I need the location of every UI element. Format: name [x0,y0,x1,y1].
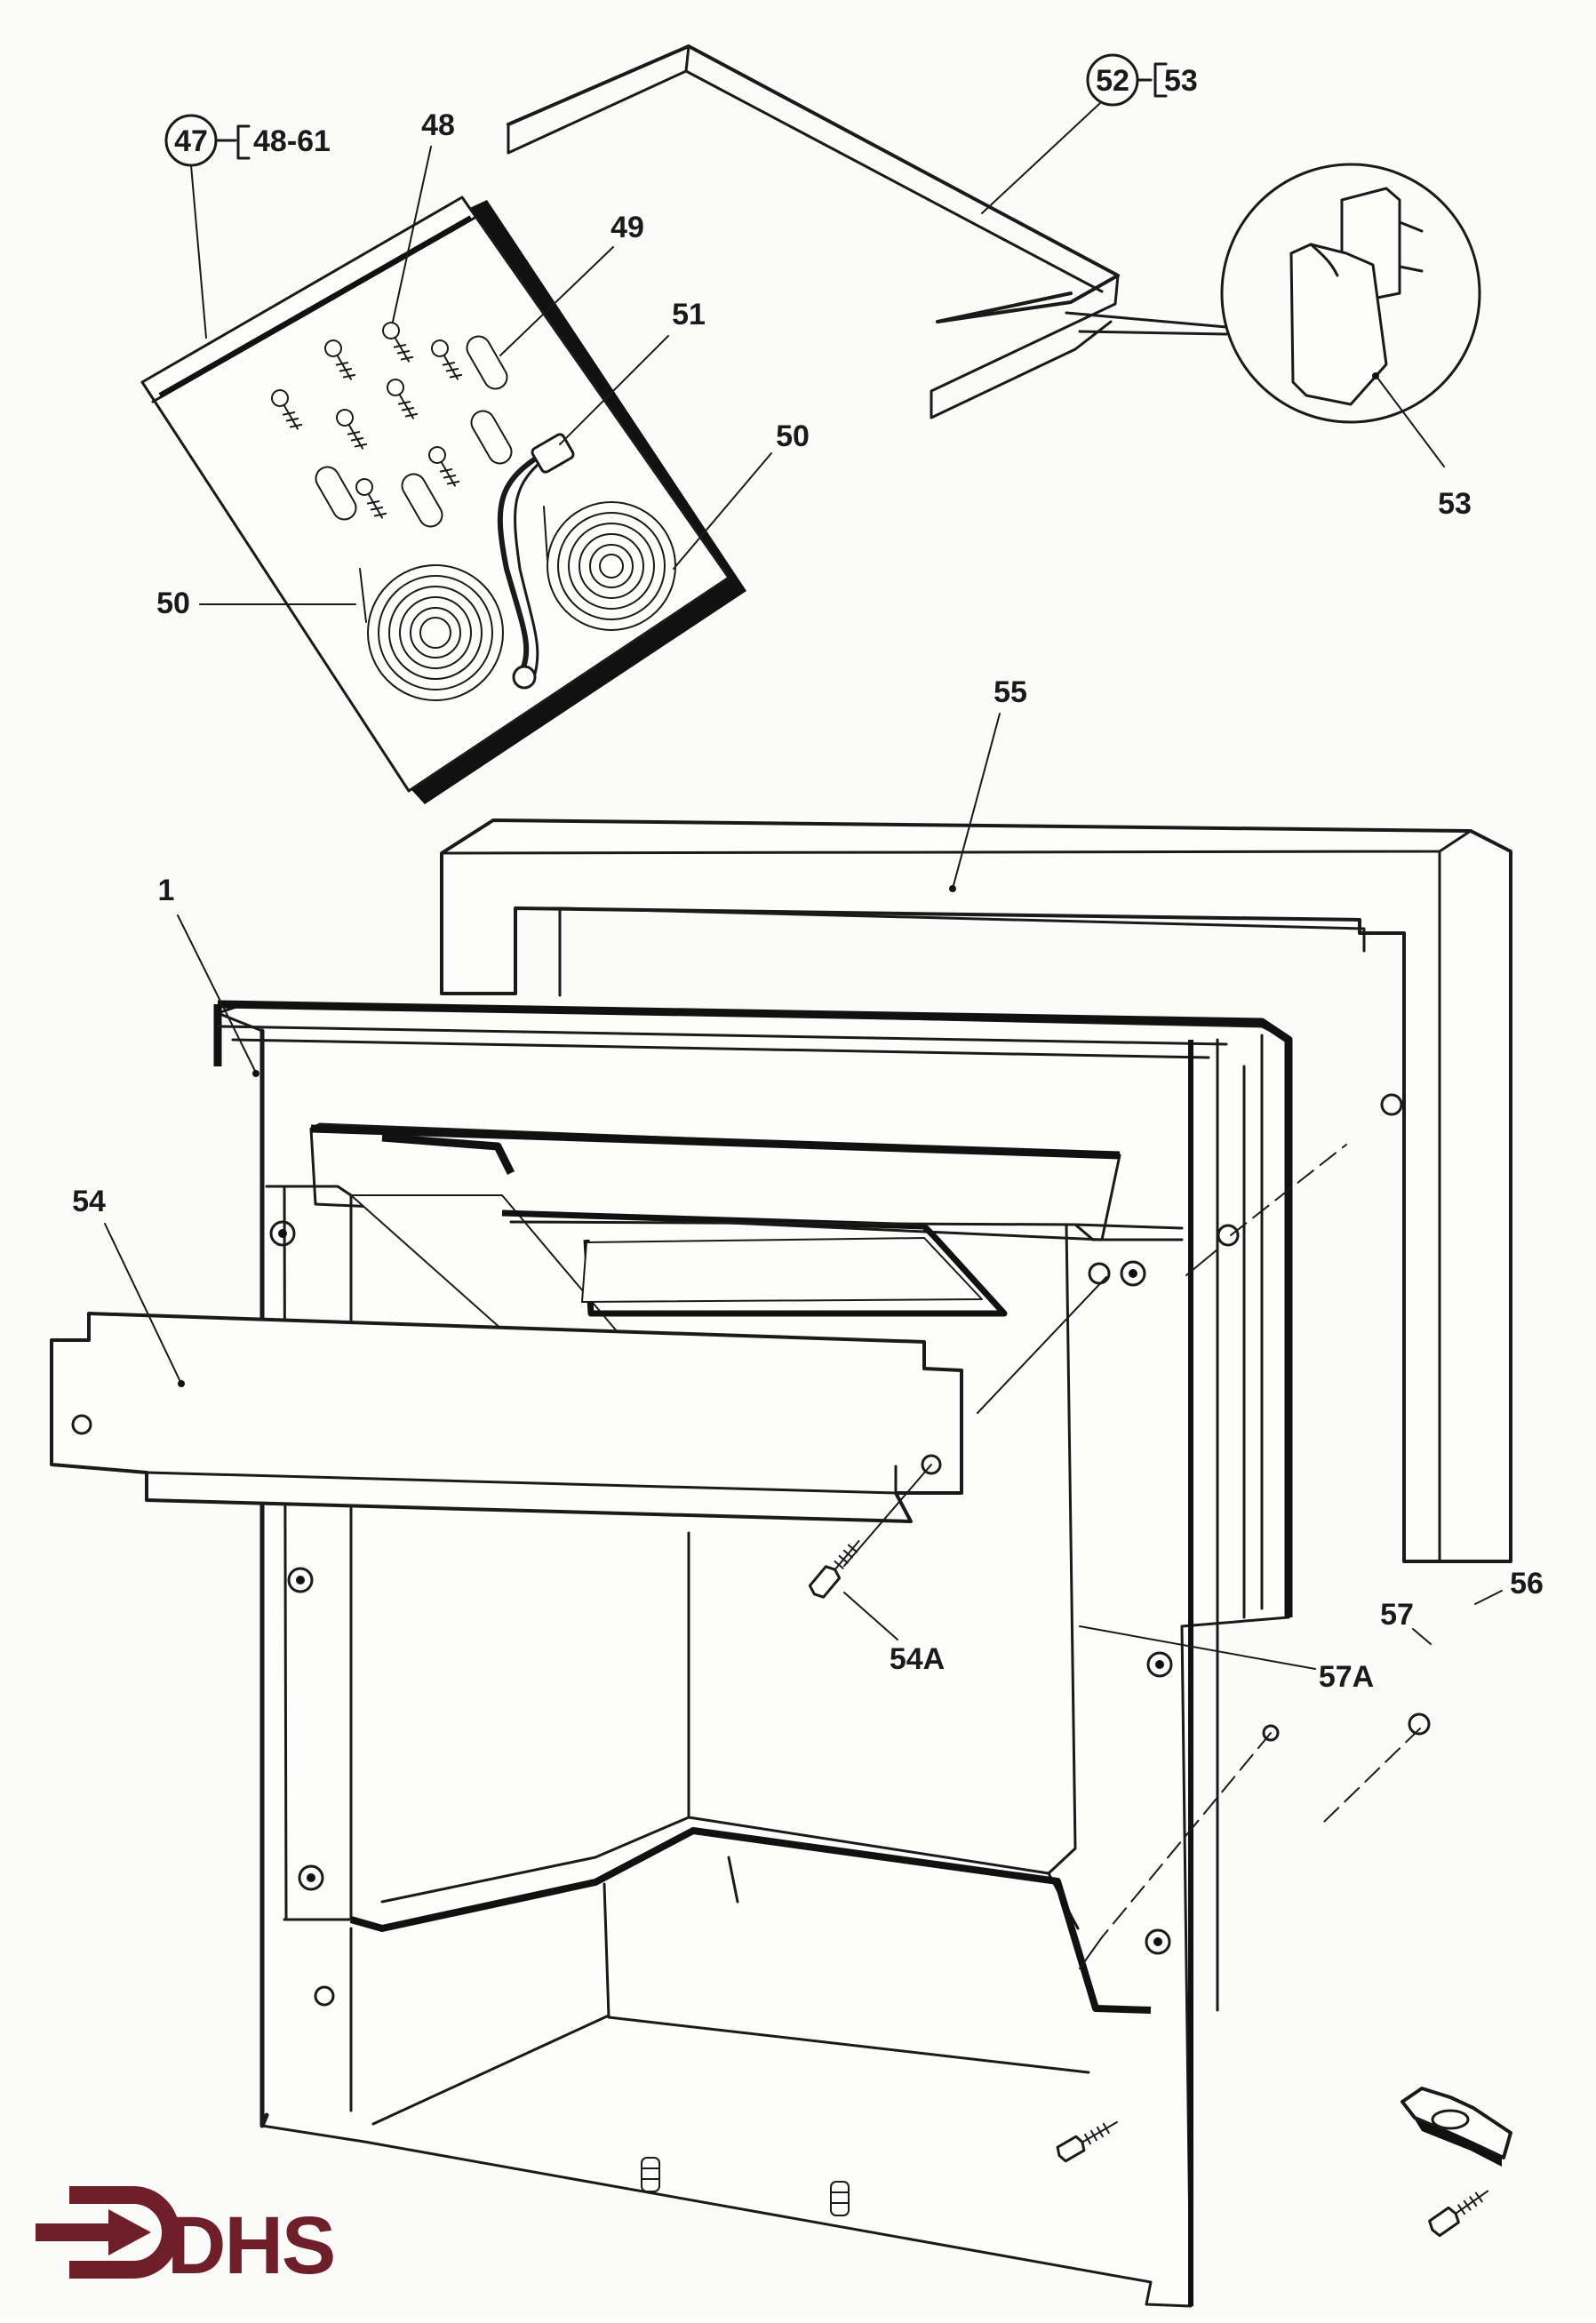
callout-50-left: 50 [156,587,356,620]
svg-text:55: 55 [994,675,1027,709]
callout-55: 55 [949,675,1027,892]
callout-47: 47 48-61 [164,114,331,339]
svg-text:50: 50 [776,419,810,453]
svg-text:48: 48 [421,108,455,142]
callout-51: 51 [559,298,706,445]
svg-text:53: 53 [1438,487,1472,521]
dhs-logo-text: DHS [167,2200,334,2291]
gas-tube-fitting [497,433,575,690]
burner-screws [271,322,463,519]
svg-text:47: 47 [174,124,208,158]
svg-text:57A: 57A [1319,1660,1374,1694]
callout-57a: 57A [1079,1625,1374,1694]
svg-text:52: 52 [1096,64,1129,98]
callout-57: 57 [1380,1598,1432,1645]
detail-53-inset [1220,163,1481,467]
callout-49: 49 [499,211,644,356]
svg-text:56: 56 [1510,1567,1544,1601]
svg-text:51: 51 [672,298,706,331]
callout-48: 48 [392,108,455,323]
callout-50-right: 50 [673,419,810,570]
screw-57a [1056,2121,1118,2163]
svg-text:57: 57 [1380,1598,1414,1632]
burner-panel-shadow-edge [404,200,746,804]
callout-52: 52 53 [981,53,1198,214]
svg-text:1: 1 [158,874,175,907]
svg-text:48-61: 48-61 [253,124,331,158]
callout-54a: 54A [843,1592,945,1676]
callout-54: 54 [72,1185,182,1385]
dhs-logo: DHS [36,2186,336,2291]
front-bar-54 [50,1312,963,1523]
fastener-leader-lines [843,1144,1421,1969]
callout-1: 1 [158,874,259,1077]
svg-text:53: 53 [1164,64,1198,98]
svg-text:50: 50 [156,587,190,620]
svg-text:49: 49 [610,211,644,244]
svg-text:54A: 54A [890,1642,945,1676]
bottom-spacers [641,2157,850,2216]
burner-panel-assembly [140,196,746,804]
heating-coil-left [359,564,504,701]
outer-frame-55 [440,818,1512,1736]
svg-text:54: 54 [72,1185,106,1218]
callout-56: 56 [1474,1567,1544,1605]
top-panel-52 [507,44,1228,419]
screw-54a [808,1540,860,1599]
callout-53: 53 [1438,487,1472,521]
main-housing-1 [213,1000,1293,2308]
screw-57 [1428,2190,1489,2238]
burner-panel-plate [140,196,730,793]
gasket-56 [1400,2087,1512,2167]
burner-slots [315,335,513,528]
